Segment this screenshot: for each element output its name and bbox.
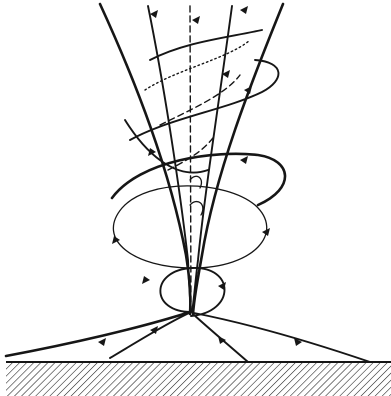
arrow-top-center bbox=[192, 16, 200, 24]
arrow-inflow-left-outer bbox=[98, 338, 106, 346]
spiral-dashed-upper bbox=[160, 75, 240, 125]
inflow-streamline-left-outer bbox=[6, 312, 190, 356]
inflow-streamline-left-inner bbox=[110, 313, 189, 358]
spiral-loop-top bbox=[150, 30, 262, 60]
spiral-loop-middle bbox=[112, 154, 285, 205]
ground-hatching bbox=[6, 362, 391, 396]
inner-curl-lower bbox=[190, 202, 203, 215]
spiral-left-arc bbox=[125, 120, 208, 173]
arrow-top-right bbox=[240, 6, 248, 14]
arrow-base-left bbox=[142, 276, 150, 284]
arrow-top-left bbox=[150, 10, 158, 18]
arrow-middle-right bbox=[240, 156, 248, 164]
